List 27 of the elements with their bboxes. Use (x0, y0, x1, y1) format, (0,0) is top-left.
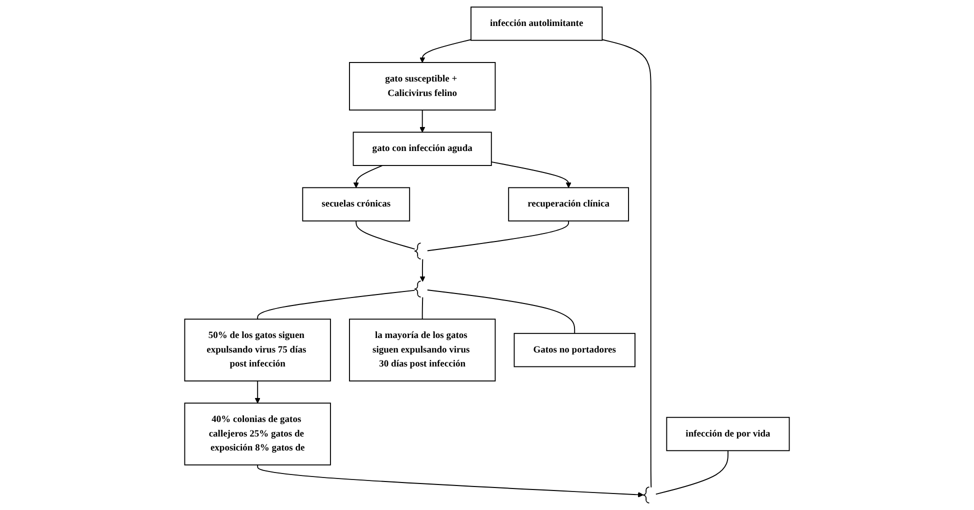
node-box: infección de por vida (666, 416, 790, 452)
connector (426, 290, 576, 334)
node-box: la mayoría de los gatos siguen expulsando virus 30 días post infección (349, 318, 496, 382)
node-box: infección autolimitante (470, 6, 603, 41)
node-brace (642, 486, 650, 504)
arrow (257, 464, 644, 498)
connector (655, 450, 728, 495)
arrow (420, 39, 472, 63)
connector (426, 220, 570, 252)
connector (257, 290, 416, 320)
node-box: 50% de los gatos siguen expulsando virus 75 días post infección (184, 318, 331, 382)
node-box: gato susceptible + Calicivirus felino (349, 62, 496, 111)
node-box: 40% colonias de gatos callejeros 25% gatos de exposición 8% gatos de (184, 402, 331, 466)
node-box: Gatos no portadores (514, 332, 636, 368)
arrow (254, 380, 260, 404)
connector (356, 220, 416, 250)
arrow (490, 161, 572, 188)
node-brace (414, 280, 422, 298)
node-box: gato con infección aguda (352, 132, 492, 166)
arrow (420, 258, 426, 282)
node-box: recuperación clínica (508, 187, 630, 222)
node-brace (414, 242, 422, 260)
arrow (353, 165, 384, 188)
connector (422, 296, 424, 320)
node-box: secuelas crónicas (302, 187, 410, 222)
arrow (420, 110, 426, 132)
connector (602, 39, 652, 488)
